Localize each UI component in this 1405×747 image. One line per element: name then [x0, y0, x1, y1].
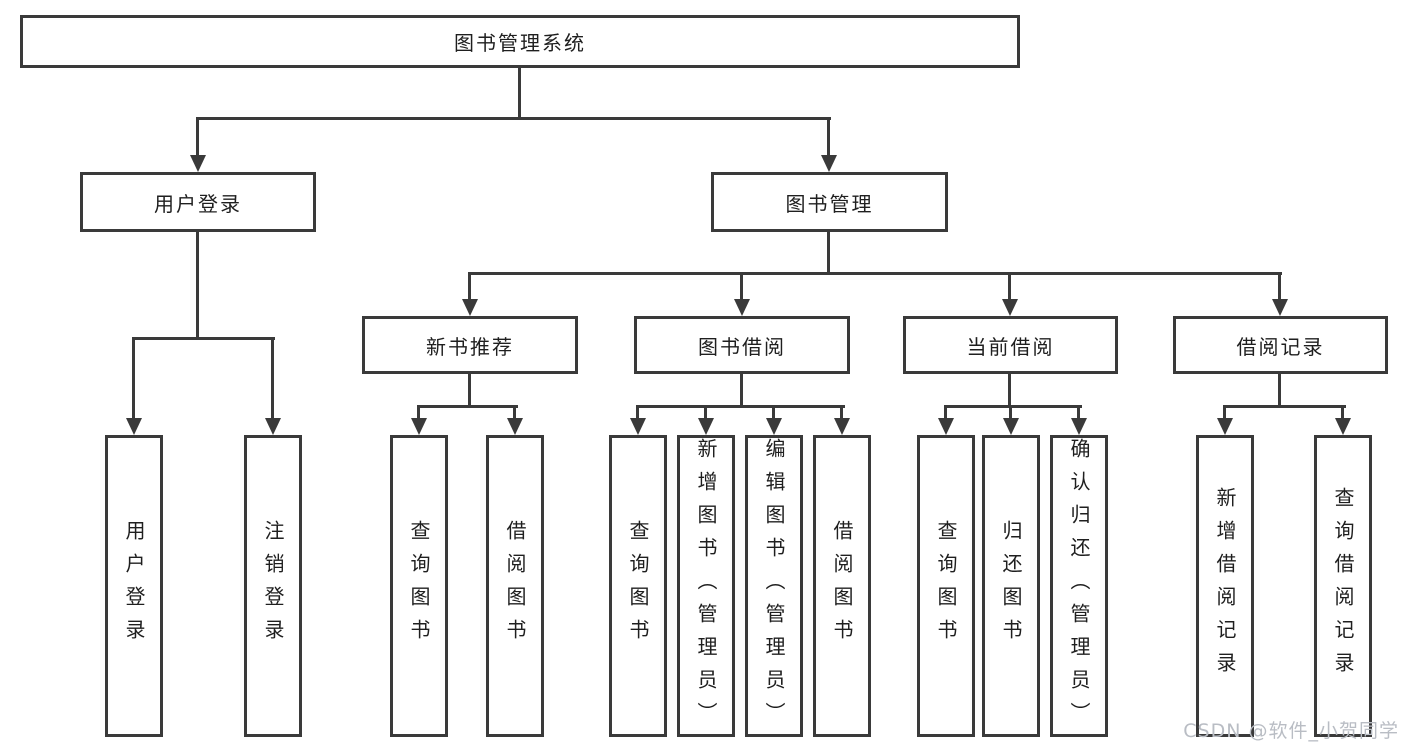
- leaf-label: 用户登录: [122, 520, 146, 652]
- node-new-book-recommendation: 新书推荐: [362, 316, 578, 374]
- leaf-label: 查询图书: [626, 520, 650, 652]
- connector-line: [772, 405, 775, 421]
- arrowhead-down-icon: [1335, 418, 1351, 435]
- connector-line: [840, 405, 843, 421]
- connector-line: [468, 272, 1282, 275]
- node-label: 借阅记录: [1236, 334, 1325, 359]
- arrowhead-down-icon: [411, 418, 427, 435]
- connector-line: [1223, 405, 1346, 408]
- connector-line: [417, 405, 420, 421]
- node-label: 用户登录: [154, 191, 242, 216]
- leaf-label: 确认归还（管理员）: [1067, 438, 1091, 735]
- arrowhead-down-icon: [698, 418, 714, 435]
- connector-line: [1008, 272, 1011, 302]
- connector-line: [196, 232, 199, 337]
- connector-line: [518, 68, 521, 118]
- arrowhead-down-icon: [821, 155, 837, 172]
- leaf-label: 新增借阅记录: [1213, 487, 1237, 685]
- watermark: CSDN @软件_小贺同学: [1183, 720, 1399, 742]
- connector-line: [1278, 272, 1281, 302]
- connector-line: [704, 405, 707, 421]
- leaf-label: 借阅图书: [503, 520, 527, 652]
- leaf-borrow-books-recommend: 借阅图书: [486, 435, 544, 737]
- leaf-query-books-recommend: 查询图书: [390, 435, 448, 737]
- connector-line: [1008, 374, 1011, 405]
- node-borrowing-records: 借阅记录: [1173, 316, 1388, 374]
- leaf-edit-book-admin: 编辑图书（管理员）: [745, 435, 803, 737]
- connector-line: [1223, 405, 1226, 421]
- leaf-return-books: 归还图书: [982, 435, 1040, 737]
- arrowhead-down-icon: [190, 155, 206, 172]
- arrowhead-down-icon: [1003, 418, 1019, 435]
- node-label: 当前借阅: [966, 334, 1055, 359]
- arrowhead-down-icon: [126, 418, 142, 435]
- leaf-add-book-admin: 新增图书（管理员）: [677, 435, 735, 737]
- connector-line: [417, 405, 518, 408]
- node-user-login-group: 用户登录: [80, 172, 316, 232]
- connector-line: [1278, 374, 1281, 405]
- node-book-borrowing: 图书借阅: [634, 316, 850, 374]
- leaf-label: 新增图书（管理员）: [694, 438, 718, 735]
- connector-line: [636, 405, 845, 408]
- connector-line: [132, 337, 275, 340]
- arrowhead-down-icon: [462, 299, 478, 316]
- connector-line: [827, 117, 830, 158]
- leaf-query-borrow-record: 查询借阅记录: [1314, 435, 1372, 737]
- connector-line: [468, 272, 471, 302]
- node-label: 图书管理系统: [454, 31, 586, 55]
- connector-line: [271, 337, 274, 421]
- connector-line: [1341, 405, 1344, 421]
- connector-line: [944, 405, 947, 421]
- connector-line: [468, 374, 471, 405]
- connector-line: [196, 117, 831, 120]
- connector-line: [1077, 405, 1080, 421]
- connector-line: [132, 337, 135, 421]
- node-label: 图书管理: [785, 191, 874, 216]
- leaf-label: 注销登录: [261, 520, 285, 652]
- arrowhead-down-icon: [938, 418, 954, 435]
- leaf-label: 编辑图书（管理员）: [762, 438, 786, 735]
- arrowhead-down-icon: [1002, 299, 1018, 316]
- arrowhead-down-icon: [630, 418, 646, 435]
- connector-line: [196, 117, 199, 158]
- arrowhead-down-icon: [1217, 418, 1233, 435]
- connector-line: [740, 272, 743, 302]
- leaf-label: 查询图书: [934, 520, 958, 652]
- connector-line: [513, 405, 516, 421]
- leaf-label: 查询图书: [407, 520, 431, 652]
- connector-line: [636, 405, 639, 421]
- leaf-label: 查询借阅记录: [1331, 487, 1355, 685]
- node-book-management-system: 图书管理系统: [20, 15, 1020, 68]
- node-label: 图书借阅: [698, 334, 786, 359]
- connector-line: [827, 232, 830, 272]
- arrowhead-down-icon: [766, 418, 782, 435]
- leaf-query-books-current: 查询图书: [917, 435, 975, 737]
- leaf-borrow-books-borrowing: 借阅图书: [813, 435, 871, 737]
- leaf-user-login: 用户登录: [105, 435, 163, 737]
- arrowhead-down-icon: [734, 299, 750, 316]
- leaf-label: 借阅图书: [830, 520, 854, 652]
- arrowhead-down-icon: [265, 418, 281, 435]
- arrowhead-down-icon: [1071, 418, 1087, 435]
- leaf-logout: 注销登录: [244, 435, 302, 737]
- node-book-management: 图书管理: [711, 172, 948, 232]
- connector-line: [944, 405, 1082, 408]
- arrowhead-down-icon: [507, 418, 523, 435]
- leaf-add-borrow-record: 新增借阅记录: [1196, 435, 1254, 737]
- connector-line: [740, 374, 743, 405]
- leaf-confirm-return-admin: 确认归还（管理员）: [1050, 435, 1108, 737]
- node-label: 新书推荐: [426, 334, 514, 359]
- leaf-query-books-borrowing: 查询图书: [609, 435, 667, 737]
- connector-line: [1009, 405, 1012, 421]
- arrowhead-down-icon: [1272, 299, 1288, 316]
- node-current-borrowing: 当前借阅: [903, 316, 1118, 374]
- arrowhead-down-icon: [834, 418, 850, 435]
- leaf-label: 归还图书: [999, 520, 1023, 652]
